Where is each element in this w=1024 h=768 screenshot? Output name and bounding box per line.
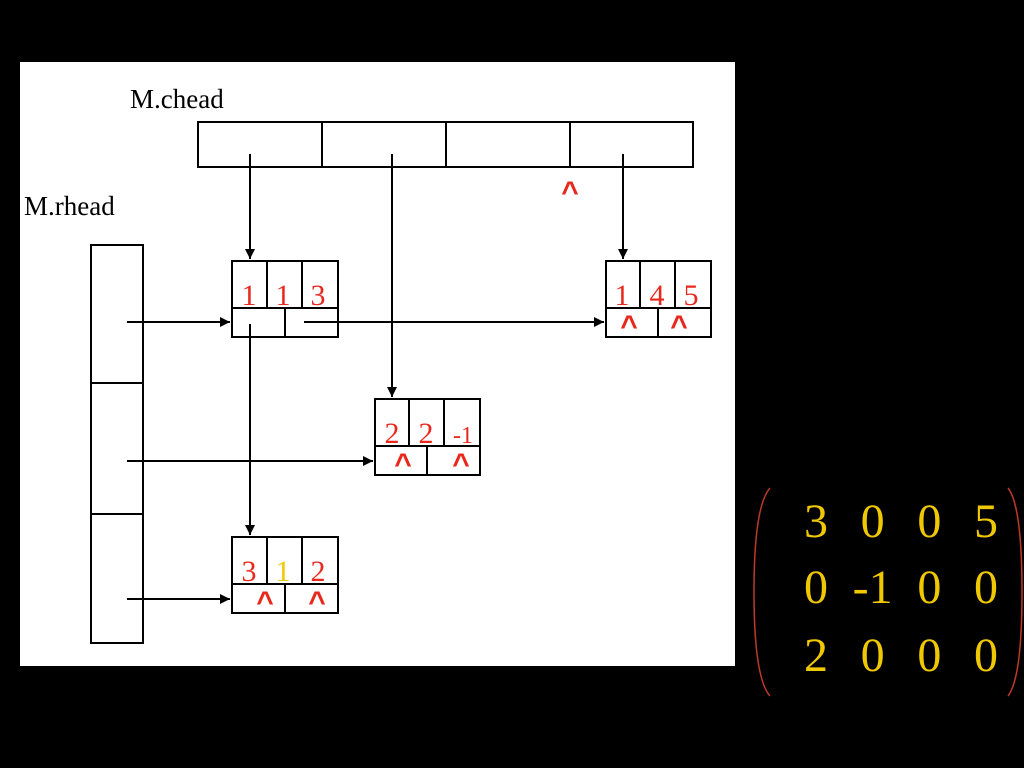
chead-label: M.chead	[130, 84, 224, 114]
node-row-value: 1	[615, 279, 630, 312]
node-row-value: 2	[385, 417, 400, 450]
matrix-row-3: 2 0 0 0	[796, 626, 1006, 686]
matrix-brackets	[753, 487, 1023, 697]
null-right-marker: ^	[394, 448, 412, 481]
null-right-marker: ^	[256, 586, 274, 619]
matrix-cell: 0	[917, 561, 942, 614]
null-down-marker: ^	[670, 310, 688, 343]
rhead-label: M.rhead	[24, 191, 115, 221]
node-row-value: 3	[242, 555, 257, 588]
orthogonal-list-diagram: M.chead M.rhead 1 1 3	[20, 62, 735, 666]
matrix-row-1: 3 0 0 5	[796, 492, 1006, 552]
matrix-row-2: 0 -1 0 0	[796, 558, 1006, 618]
node-elem-value: 2	[311, 555, 326, 588]
node-elem-value: 5	[684, 279, 699, 312]
matrix-cell: 0	[973, 629, 998, 682]
node-2-2: 2 2 -1 ^ ^	[374, 398, 481, 481]
matrix-cell: 0	[860, 495, 885, 548]
matrix-cell: 0	[804, 561, 828, 614]
matrix-cell: -1	[852, 561, 893, 614]
diagram-canvas: M.chead M.rhead 1 1 3	[24, 84, 712, 644]
rhead-array	[90, 244, 144, 644]
matrix-cell: 2	[804, 629, 828, 682]
matrix-cell: 0	[917, 629, 942, 682]
node-row-value: 1	[242, 279, 257, 312]
sparse-matrix: 3 0 0 5 0 -1 0 0 2 0 0 0	[752, 486, 1024, 698]
node-col-value: 1	[276, 279, 291, 312]
node-elem-value: 3	[311, 279, 326, 312]
matrix-cell: 0	[973, 561, 998, 614]
chead-null-marker: ^	[561, 176, 579, 209]
node-col-value: 4	[650, 279, 665, 312]
node-col-value: 1	[276, 555, 291, 588]
matrix-cell: 0	[860, 629, 885, 682]
null-right-marker: ^	[620, 310, 638, 343]
link-arrows	[127, 154, 628, 604]
matrix-cell: 3	[804, 495, 828, 548]
node-3-1: 3 1 2 ^ ^	[231, 536, 339, 619]
left-bracket	[753, 487, 771, 697]
null-down-marker: ^	[452, 448, 470, 481]
chead-array	[197, 121, 694, 168]
node-col-value: 2	[419, 417, 434, 450]
matrix-cell: 0	[917, 495, 942, 548]
node-elem-value: -1	[453, 423, 473, 449]
null-down-marker: ^	[308, 586, 326, 619]
matrix-cell: 5	[973, 495, 998, 548]
right-bracket	[1007, 487, 1023, 697]
node-1-1: 1 1 3	[231, 260, 339, 338]
node-1-4: 1 4 5 ^ ^	[605, 260, 712, 343]
